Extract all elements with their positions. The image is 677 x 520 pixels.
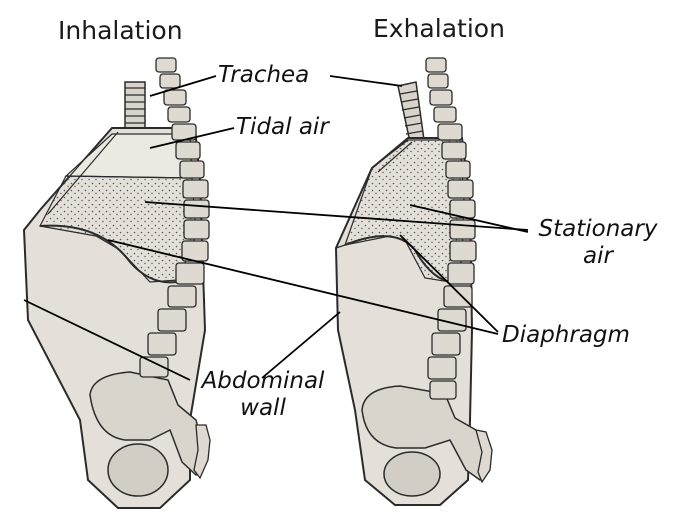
exhalation-heading: Exhalation: [373, 14, 505, 43]
abdominal-wall-label-line1: Abdominal: [188, 368, 338, 395]
leader-trachea-exhalation: [330, 76, 402, 86]
stationary-air-label-line1: Stationary: [528, 216, 668, 243]
stationary-air-label: Stationary air: [528, 216, 668, 270]
trachea-label: Trachea: [218, 62, 309, 89]
abdominal-wall-label: Abdominal wall: [188, 368, 338, 422]
inhalation-heading: Inhalation: [58, 16, 183, 45]
inhalation-pelvis-opening: [108, 444, 168, 496]
exhalation-figure: [336, 58, 492, 505]
abdominal-wall-label-line2: wall: [188, 395, 338, 422]
inhalation-trachea: [125, 82, 145, 130]
diaphragm-label: Diaphragm: [502, 322, 630, 349]
stationary-air-label-line2: air: [528, 243, 668, 270]
exhalation-trachea: [398, 82, 424, 142]
tidal-air-label: Tidal air: [236, 114, 329, 141]
inhalation-figure: [24, 58, 210, 508]
exhalation-pelvis-opening: [384, 452, 440, 496]
